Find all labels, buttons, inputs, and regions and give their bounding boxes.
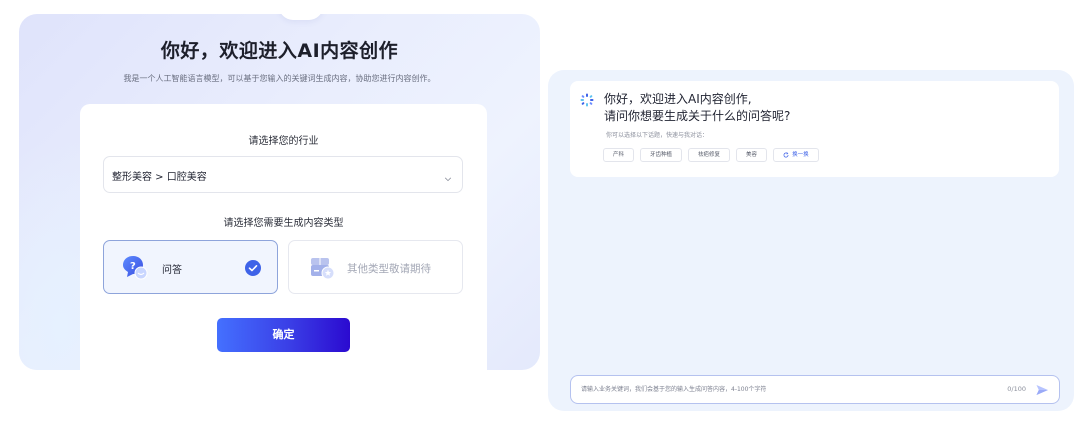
ai-spinner-icon — [580, 93, 594, 107]
content-type-coming-soon: 其他类型敬请期待 — [288, 240, 463, 294]
welcome-title: 你好，欢迎进入AI内容创作 — [160, 40, 399, 62]
char-counter: 0/100 — [1007, 385, 1026, 393]
qa-bubble-icon: ? — [123, 256, 148, 280]
box-star-icon — [311, 258, 335, 280]
greeting-line-2: 请问你想要生成关于什么的问答呢? — [604, 109, 791, 123]
keyword-input[interactable] — [581, 376, 981, 403]
check-circle-icon — [245, 260, 261, 276]
confirm-button[interactable]: 确定 — [217, 318, 350, 352]
topic-hint: 你可以选择以下话题，快速与我对话： — [606, 132, 709, 139]
panel-notch — [279, 14, 323, 20]
industry-label: 请选择您的行业 — [248, 136, 319, 147]
setup-form-card: 请选择您的行业 整形美容 > 口腔美容 请选择您需要生成内容类型 ? — [80, 104, 487, 370]
chat-input-box: 0/100 — [570, 375, 1060, 404]
topic-chip[interactable]: 美容 — [736, 148, 768, 162]
topic-chip[interactable]: 祛疤修复 — [688, 148, 731, 162]
welcome-subtitle: 我是一个人工智能语言模型，可以基于您输入的关键词生成内容，协助您进行内容创作。 — [123, 74, 436, 83]
greeting-line-1: 你好，欢迎进入AI内容创作, — [604, 92, 752, 106]
content-type-coming-soon-label: 其他类型敬请期待 — [347, 263, 431, 275]
industry-select[interactable]: 整形美容 > 口腔美容 — [103, 156, 463, 193]
content-type-label: 请选择您需要生成内容类型 — [223, 218, 344, 229]
content-type-qa[interactable]: ? 问答 — [103, 240, 278, 294]
industry-select-value: 整形美容 > 口腔美容 — [112, 172, 207, 183]
refresh-icon — [783, 152, 789, 158]
topic-chip[interactable]: 牙齿种植 — [640, 148, 683, 162]
chevron-down-icon — [444, 177, 452, 182]
topic-chip[interactable]: 产科 — [603, 148, 635, 162]
refresh-label: 换一换 — [792, 152, 809, 158]
send-icon[interactable] — [1035, 383, 1049, 397]
topic-list: 产科 牙齿种植 祛疤修复 美容 换一换 — [603, 148, 819, 162]
chat-panel: 你好，欢迎进入AI内容创作, 请问你想要生成关于什么的问答呢? 你可以选择以下话… — [548, 70, 1074, 411]
industry-setup-panel: 你好，欢迎进入AI内容创作 我是一个人工智能语言模型，可以基于您输入的关键词生成… — [19, 14, 540, 370]
refresh-topics-button[interactable]: 换一换 — [773, 148, 819, 162]
svg-text:?: ? — [130, 261, 136, 272]
content-type-qa-label: 问答 — [162, 265, 182, 276]
bot-message-card: 你好，欢迎进入AI内容创作, 请问你想要生成关于什么的问答呢? 你可以选择以下话… — [570, 81, 1059, 177]
